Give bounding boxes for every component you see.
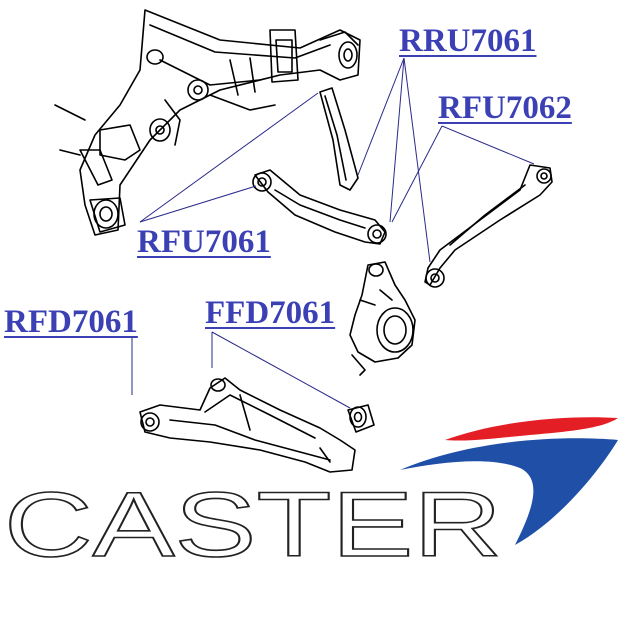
caster-logo: CASTER [3,480,503,560]
bushing [347,404,375,433]
part-label-rfu7061[interactable]: RFU7061 [137,224,271,260]
leader-lines [131,57,535,409]
part-label-ffd7061[interactable]: FFD7061 [205,295,336,331]
logo-swoosh [400,417,618,545]
rear-subframe [54,9,361,236]
brand-name: CASTER [4,480,502,560]
wheel-knuckle [349,261,416,376]
lower-control-arm [139,377,356,473]
toe-link [319,87,359,191]
part-label-rfu7062[interactable]: RFU7062 [438,90,572,126]
upper-control-arm [252,169,387,245]
part-label-rru7061[interactable]: RRU7061 [399,23,537,59]
lateral-arm [424,164,553,288]
part-label-rfd7061[interactable]: RFD7061 [4,304,138,340]
